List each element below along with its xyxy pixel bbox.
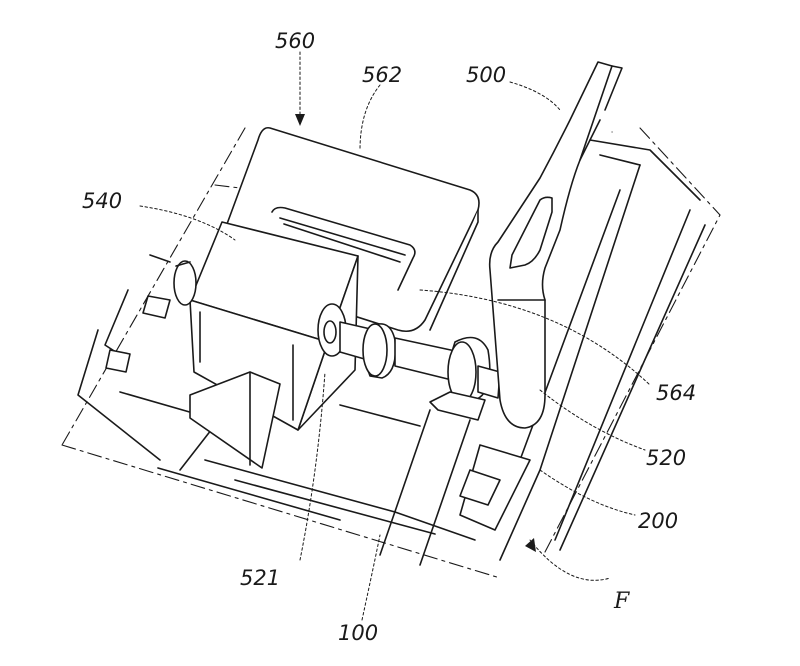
label-562: 562: [362, 63, 402, 87]
block-540: [189, 221, 359, 469]
label-521: 521: [240, 566, 280, 590]
side-rail: [459, 139, 706, 561]
reference-numerals: 560 562 500 540 564 520 200 521 100 F: [82, 29, 696, 645]
shaft-521: [317, 303, 501, 421]
label-520: 520: [646, 446, 686, 470]
label-200: 200: [638, 509, 678, 533]
left-roller: [173, 260, 197, 306]
label-540: 540: [82, 189, 122, 213]
label-564: 564: [656, 381, 696, 405]
label-500: 500: [466, 63, 506, 87]
label-560: 560: [275, 29, 315, 53]
base-frame: [61, 127, 721, 579]
label-100: 100: [338, 621, 378, 645]
lever-500: [488, 61, 623, 429]
label-f: F: [613, 589, 630, 614]
leader-lines: [139, 51, 651, 621]
left-stops: [105, 295, 171, 373]
